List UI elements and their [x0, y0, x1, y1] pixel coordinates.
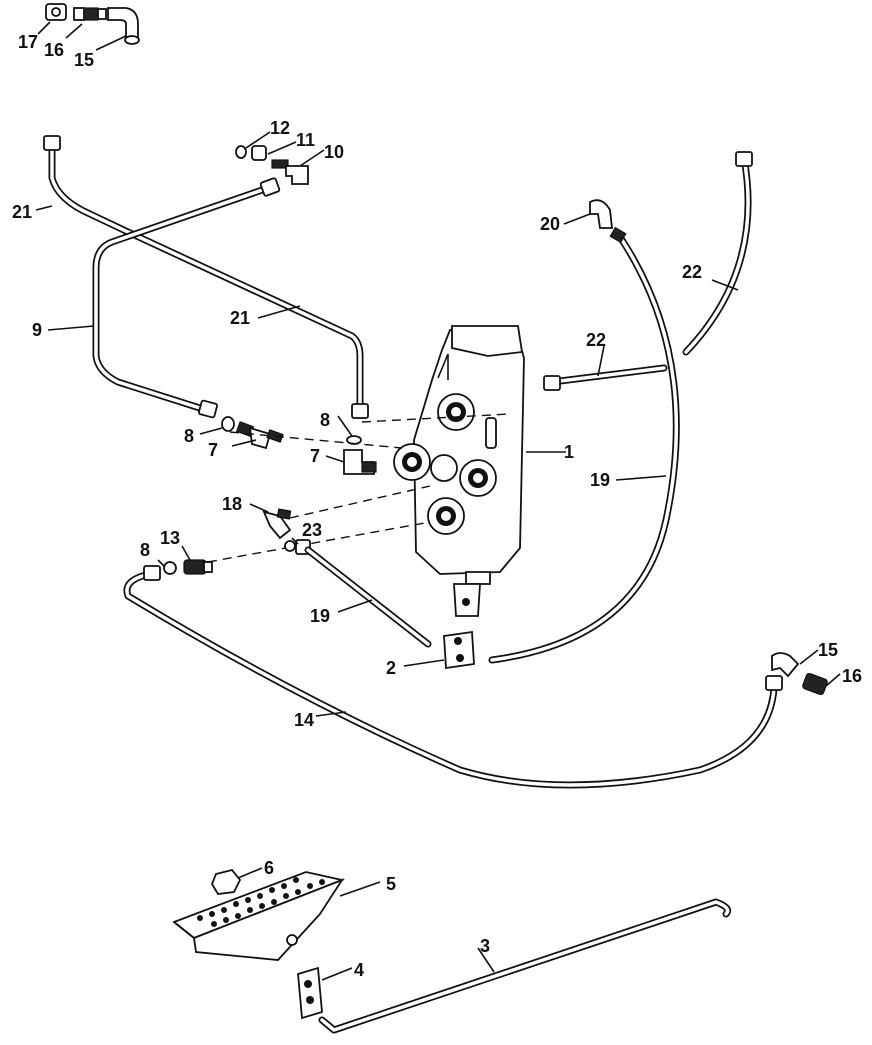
fitting-group-right — [771, 652, 828, 696]
step-part-5 — [172, 871, 346, 961]
elbow-part-20 — [589, 199, 627, 244]
elbow-assembly-center — [343, 435, 377, 475]
callout-15: 15 — [818, 640, 838, 660]
callout-22: 22 — [586, 330, 606, 350]
tube-part-9 — [92, 177, 281, 419]
callout-8: 8 — [140, 540, 150, 560]
callout-16: 16 — [44, 40, 64, 60]
rod-part-3 — [318, 898, 732, 1034]
nut-part-6 — [210, 868, 242, 895]
o-ring-part-8-center — [346, 435, 362, 445]
nut-part-17 — [45, 3, 67, 21]
elbow-assembly-left — [221, 416, 284, 450]
callout-8: 8 — [320, 410, 330, 430]
nut-part-11 — [251, 145, 267, 161]
tube-part-22-curved — [682, 151, 753, 356]
clamp-part-2 — [443, 630, 475, 670]
hose-part-19-lower — [284, 539, 432, 648]
plate-part-4 — [297, 966, 323, 1020]
o-ring-part-8-lower — [163, 561, 177, 575]
fitting-group-top-left — [45, 3, 140, 45]
callout-5: 5 — [386, 874, 396, 894]
callout-16: 16 — [842, 666, 862, 686]
callout-21: 21 — [12, 202, 32, 222]
elbow-part-18 — [262, 508, 292, 540]
callout-19: 19 — [590, 470, 610, 490]
callout-22: 22 — [682, 262, 702, 282]
callout-10: 10 — [324, 142, 344, 162]
callout-18: 18 — [222, 494, 242, 514]
callout-8: 8 — [184, 426, 194, 446]
tube-part-14 — [123, 565, 783, 789]
callout-6: 6 — [264, 858, 274, 878]
leader-lines — [35, 21, 841, 981]
callout-11: 11 — [296, 130, 315, 150]
callout-17: 17 — [18, 32, 38, 52]
callout-21: 21 — [230, 308, 250, 328]
control-valve-part-1 — [393, 325, 525, 617]
tube-part-21-upper — [43, 135, 369, 419]
tube-21-nut-bottom — [351, 403, 369, 419]
tube-21-nut-top — [43, 135, 61, 151]
elbow-part-15 — [107, 7, 140, 45]
callout-9: 9 — [32, 320, 42, 340]
callout-2: 2 — [386, 658, 396, 678]
callout-7: 7 — [208, 440, 218, 460]
callout-20: 20 — [540, 214, 560, 234]
o-ring-part-12 — [235, 145, 247, 159]
callout-14: 14 — [294, 710, 314, 730]
callout-7: 7 — [310, 446, 320, 466]
callout-13: 13 — [160, 528, 180, 548]
adapter-part-16 — [73, 7, 107, 21]
callout-23: 23 — [302, 520, 322, 540]
callout-12: 12 — [270, 118, 290, 138]
o-ring-part-8-left — [221, 416, 235, 432]
fitting-group-10-12 — [235, 145, 309, 185]
fitting-assembly-13 — [163, 559, 213, 575]
alignment-lines — [207, 413, 511, 563]
callout-3: 3 — [480, 936, 490, 956]
callout-19: 19 — [310, 606, 330, 626]
elbow-part-10 — [271, 159, 309, 185]
tube-part-22-straight — [543, 364, 668, 391]
callout-15: 15 — [74, 50, 94, 70]
callout-4: 4 — [354, 960, 364, 980]
callout-1: 1 — [564, 442, 574, 462]
hose-part-19-right — [488, 236, 680, 664]
callout-labels: 17 16 15 21 9 21 12 11 10 8 8 7 7 1 22 2… — [12, 32, 862, 980]
o-ring-part-23 — [284, 540, 296, 552]
